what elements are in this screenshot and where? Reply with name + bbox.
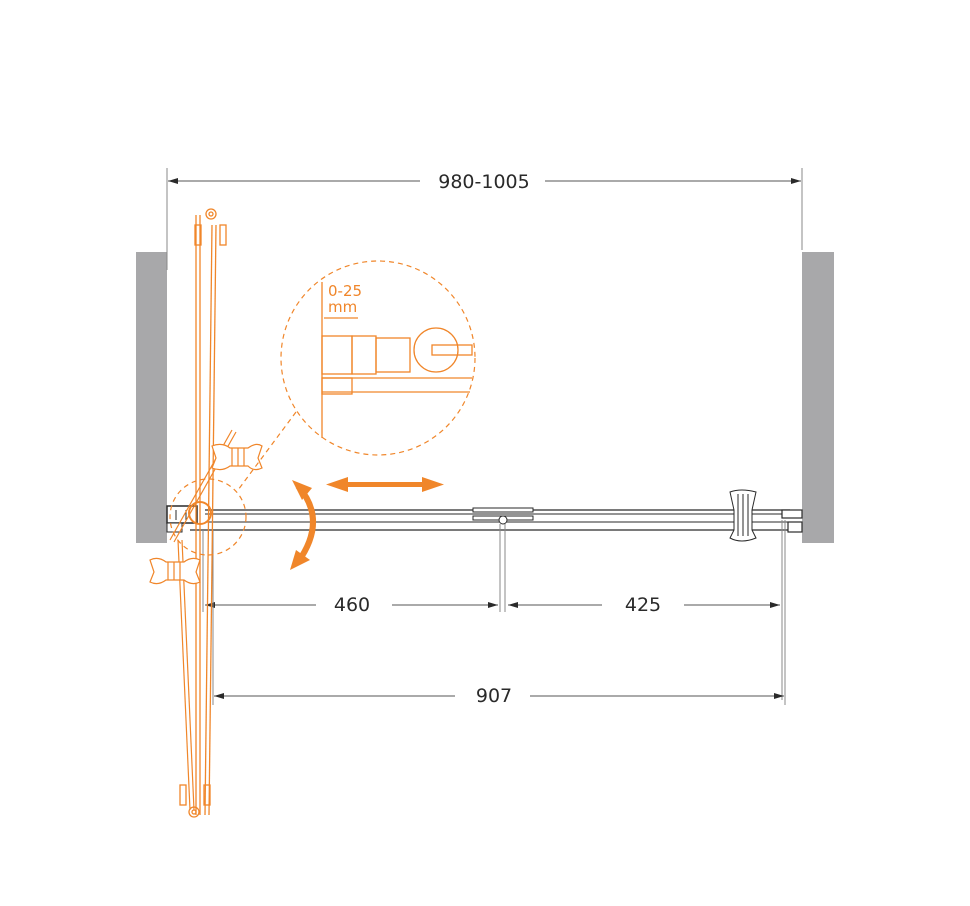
right-wall xyxy=(802,252,834,543)
pivot-point xyxy=(169,478,247,556)
swing-door-panel xyxy=(179,208,227,818)
detail-callout: 0-25 mm xyxy=(237,260,476,491)
adjustment-value: 0-25 xyxy=(328,282,362,300)
panel-dimensions: 460 425 xyxy=(202,530,780,616)
swing-handle-lower-icon xyxy=(149,557,201,585)
door-opening-dimension-label: 425 xyxy=(625,594,661,616)
left-wall xyxy=(136,252,167,543)
right-wall-profile xyxy=(781,509,803,705)
total-glass-dimension: 907 xyxy=(212,530,784,707)
door-handle-icon xyxy=(729,489,757,542)
adjustment-unit: mm xyxy=(328,298,357,316)
fixed-panel-dimension-label: 460 xyxy=(334,594,370,616)
sliding-arrow-icon xyxy=(326,477,444,492)
swing-handle-upper-icon xyxy=(211,443,263,471)
swing-arrow-icon xyxy=(290,480,316,570)
swing-door-diagonal xyxy=(169,429,237,811)
overall-dimension-label: 980-1005 xyxy=(438,171,529,193)
center-connector xyxy=(472,507,534,612)
total-glass-dimension-label: 907 xyxy=(476,685,512,707)
overall-dimension: 980-1005 xyxy=(166,168,803,270)
